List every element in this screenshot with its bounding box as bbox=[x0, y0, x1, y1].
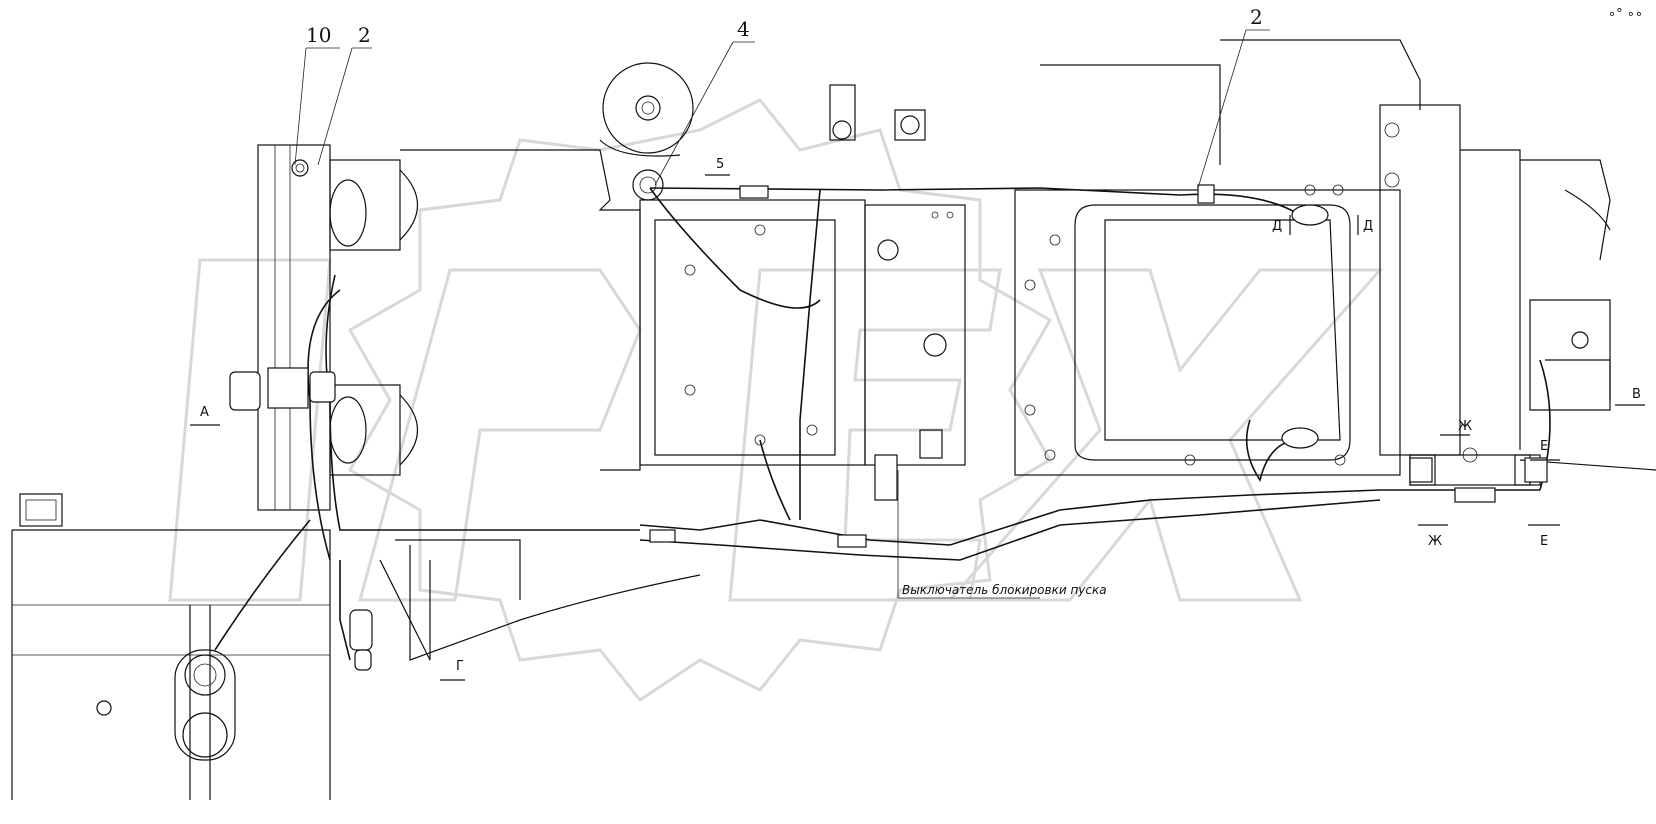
corner-mark: ∘° ∘∘ bbox=[1608, 7, 1643, 22]
radiator-frame bbox=[257, 144, 419, 511]
leader-lines bbox=[294, 29, 1270, 599]
fender bbox=[379, 539, 701, 661]
view-marker-e-bottom: Е bbox=[1540, 534, 1548, 549]
view-marker-a: А bbox=[200, 405, 209, 420]
engine-block-right bbox=[1014, 39, 1656, 486]
view-marker-d-left: Д bbox=[1272, 219, 1282, 234]
view-marker-g: Г bbox=[456, 659, 464, 674]
callout-4: 4 bbox=[737, 17, 750, 41]
view-marker-zh-bottom: Ж bbox=[1428, 534, 1442, 549]
callout-5: 5 bbox=[716, 157, 724, 172]
connectors bbox=[229, 184, 1548, 671]
start-lock-switch-label: Выключатель блокировки пуска bbox=[902, 583, 1107, 597]
battery-box bbox=[11, 493, 331, 800]
view-marker-e-top: Е bbox=[1540, 439, 1548, 454]
engine-block-left bbox=[400, 84, 966, 471]
view-marker-d-right: Д bbox=[1363, 219, 1373, 234]
view-marker-zh-top: Ж bbox=[1458, 419, 1472, 434]
callout-2-right: 2 bbox=[1250, 5, 1263, 29]
watermark-gear-logo bbox=[168, 98, 1384, 703]
callout-10: 10 bbox=[306, 23, 331, 47]
view-marker-v: В bbox=[1632, 387, 1641, 402]
wiring-harness bbox=[214, 187, 1551, 661]
view-arrows bbox=[190, 174, 1645, 681]
pulley bbox=[599, 62, 694, 201]
callout-2-left: 2 bbox=[358, 23, 371, 47]
